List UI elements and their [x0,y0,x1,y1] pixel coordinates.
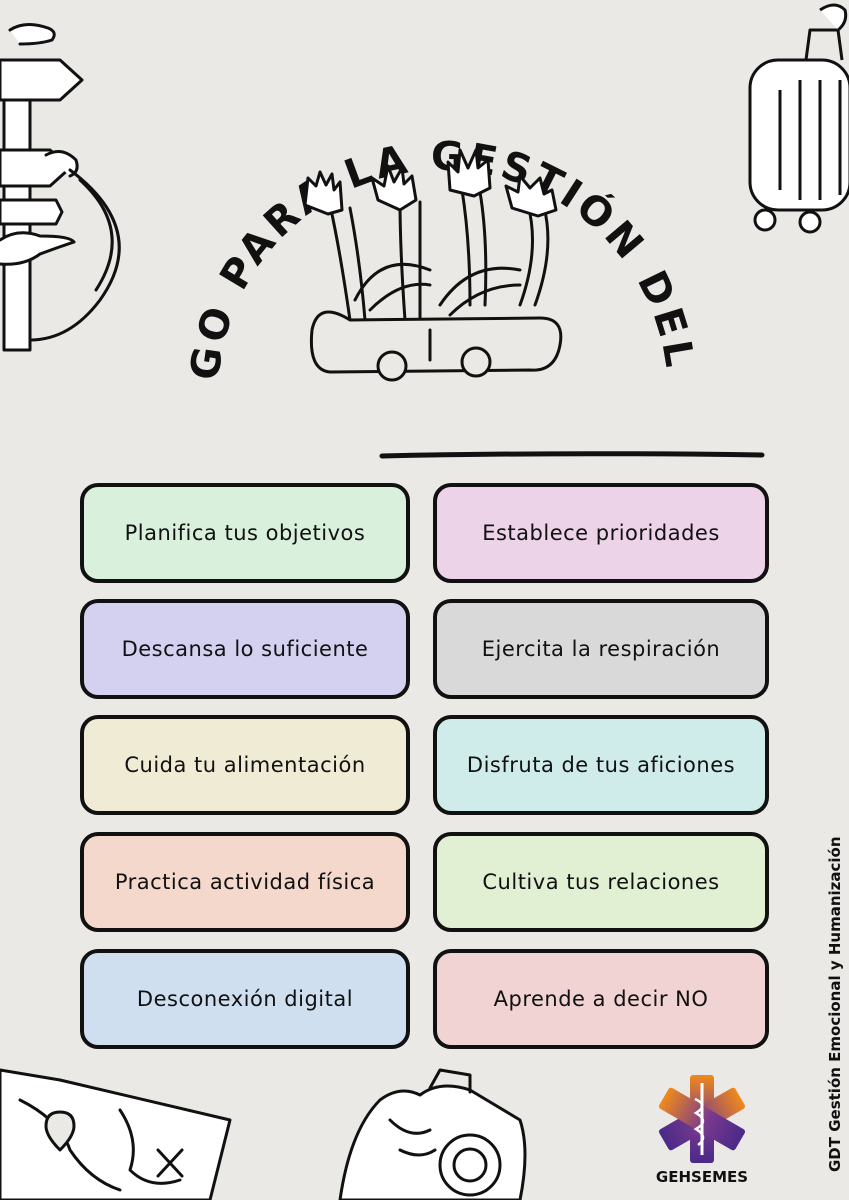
tip-card-aficiones: Disfruta de tus aficiones [433,715,769,815]
tip-label: Establece prioridades [482,521,720,545]
tip-card-descansa: Descansa lo suficiente [80,599,410,699]
tip-card-actividad: Practica actividad física [80,832,410,932]
tip-card-alimentacion: Cuida tu alimentación [80,715,410,815]
side-credit: GDT Gestión Emocional y Humanización [826,836,844,1172]
tip-label: Planifica tus objetivos [124,521,366,545]
tip-card-planifica: Planifica tus objetivos [80,483,410,583]
tip-label: Aprende a decir NO [493,987,709,1011]
tip-label: Ejercita la respiración [481,637,721,661]
tip-label: Cuida tu alimentación [124,753,366,777]
tip-label: Practica actividad física [114,870,376,894]
title-underline [379,451,765,459]
tip-card-prioridades: Establece prioridades [433,483,769,583]
tip-label: Desconexión digital [136,987,354,1011]
tip-label: Cultiva tus relaciones [482,870,720,894]
tip-card-relaciones: Cultiva tus relaciones [433,832,769,932]
tip-label: Descansa lo suficiente [121,637,369,661]
tip-card-desconexion: Desconexión digital [80,949,410,1049]
tip-card-respiracion: Ejercita la respiración [433,599,769,699]
car-arms-illustration [303,148,563,382]
map-illustration [0,1068,232,1200]
logo-text: GEHSEMES [655,1168,749,1186]
suitcase-illustration [748,3,849,234]
tip-label: Disfruta de tus aficiones [466,753,736,777]
signpost-illustration [0,23,121,352]
tip-card-decir-no: Aprende a decir NO [433,949,769,1049]
camera-illustration [338,1068,527,1200]
star-of-life-logo [658,1075,746,1163]
